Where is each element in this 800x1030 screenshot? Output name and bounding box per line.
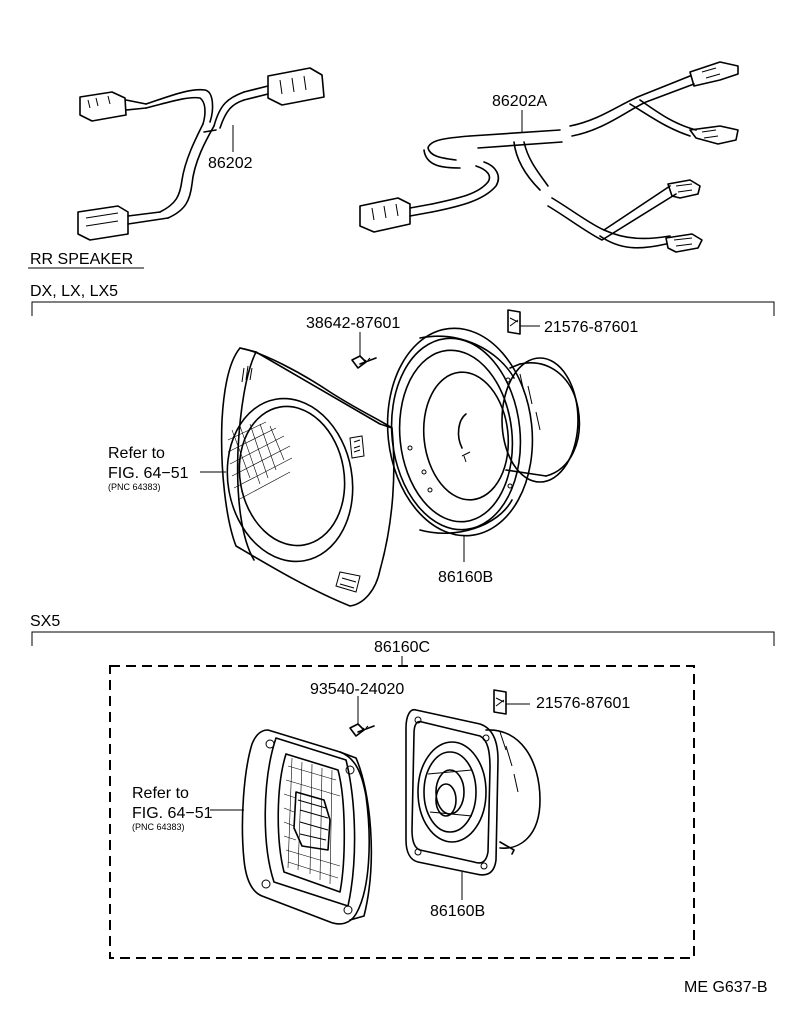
grille-mesh [227,421,293,501]
terminal-1 [689,61,739,87]
refer-to-label-sx5: Refer to [132,785,189,802]
connector-top-right [243,67,325,106]
part-label-86160b-sx5: 86160B [430,903,485,920]
diagram-code: ME G637-B [684,979,768,996]
section-bracket-dx [31,301,775,316]
section-title-rr-speaker: RR SPEAKER [30,251,133,268]
refer-fig-label-dx: FIG. 64−51 [108,465,189,482]
wire-harness-86202[interactable]: 86202 [77,67,325,241]
refer-fig-label-sx5: FIG. 64−51 [132,805,213,822]
part-label-93540-24020: 93540-24020 [310,681,404,698]
label-21576-87601-dx[interactable] [507,309,540,335]
part-label-21576-87601-sx5: 21576-87601 [536,695,630,712]
part-label-21576-87601-dx: 21576-87601 [544,319,638,336]
part-label-86202: 86202 [208,155,253,172]
terminal-3 [667,179,701,199]
grille-texture-sx5 [283,757,341,885]
assembly-box-86160c [109,665,695,959]
section-title-sx5: SX5 [30,613,60,630]
refer-to-label-dx: Refer to [108,445,165,462]
refer-pnc-label-sx5: (PNC 64383) [132,822,185,832]
part-label-86160b-dx: 86160B [438,569,493,586]
terminal-2 [689,125,739,145]
vent-top [241,365,253,383]
screw-38642-87601[interactable] [351,332,377,369]
connector-bottom-left [77,205,169,241]
speaker-grille-sx5[interactable] [210,729,373,925]
label-21576-87601-sx5[interactable] [493,689,530,715]
screw-93540-24020[interactable] [349,696,375,737]
vent-right [349,435,365,459]
part-label-86202a: 86202A [492,93,547,110]
terminal-4 [665,233,703,253]
section-title-dx-lx-lx5: DX, LX, LX5 [30,283,118,300]
vent-bottom [335,571,361,593]
section-bracket-sx5 [31,631,775,646]
part-label-38642-87601: 38642-87601 [306,315,400,332]
speaker-86160b-dx[interactable] [378,321,581,562]
connector-top-left [79,91,147,122]
speaker-grille-dx[interactable] [200,347,395,607]
wire-harness-86202a[interactable]: 86202A [359,61,739,253]
speaker-86160b-sx5[interactable] [405,708,541,900]
refer-pnc-label-dx: (PNC 64383) [108,482,161,492]
connector-86202a-left [359,197,433,233]
part-label-86160c: 86160C [374,639,430,656]
